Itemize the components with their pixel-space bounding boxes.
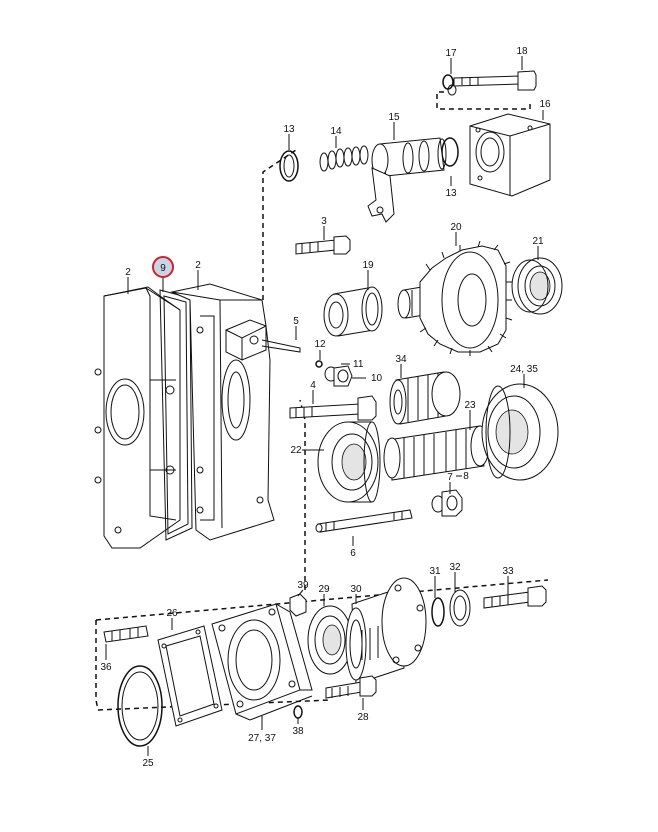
callout-5: 5 bbox=[293, 316, 299, 327]
callout-22: 22 bbox=[290, 445, 302, 456]
gear-34 bbox=[389, 371, 461, 425]
callout-19: 19 bbox=[362, 260, 374, 271]
callout-24-35: 24, 35 bbox=[510, 364, 538, 375]
callout-9: 9 bbox=[160, 263, 166, 274]
roller-bearing-22 bbox=[317, 421, 381, 503]
callout-39: 39 bbox=[297, 580, 309, 591]
pinion-shaft-23 bbox=[383, 425, 490, 481]
callout-25: 25 bbox=[142, 758, 154, 769]
dashed-assembly-lines bbox=[95, 91, 549, 711]
callout-10: 10 bbox=[371, 373, 383, 384]
bolt-3 bbox=[295, 235, 351, 255]
bearing-21 bbox=[511, 257, 563, 315]
callout-27-37: 27, 37 bbox=[248, 733, 276, 744]
callout-11: 11 bbox=[353, 359, 364, 370]
callout-14: 14 bbox=[330, 126, 342, 137]
callout-29: 29 bbox=[318, 584, 330, 595]
callout-17: 17 bbox=[445, 48, 457, 59]
callout-31: 31 bbox=[429, 566, 441, 577]
callout-13-right: 13 bbox=[445, 188, 457, 199]
callout-18: 18 bbox=[516, 46, 528, 57]
callout-13-left: 13 bbox=[283, 124, 295, 135]
callout-7: 7 bbox=[447, 472, 453, 483]
callout-26: 26 bbox=[166, 608, 178, 619]
gear-with-shaft bbox=[397, 240, 513, 356]
nut-and-washer bbox=[431, 489, 463, 517]
callout-8: 8 bbox=[463, 471, 469, 482]
callout-30: 30 bbox=[350, 584, 362, 595]
callout-3: 3 bbox=[321, 216, 327, 227]
callout-15: 15 bbox=[388, 112, 400, 123]
leader-lines bbox=[105, 56, 544, 756]
roller-bearing-24-35 bbox=[481, 383, 559, 481]
stud-6 bbox=[315, 509, 413, 533]
callout-28: 28 bbox=[357, 712, 369, 723]
callout-6: 6 bbox=[350, 548, 356, 559]
callout-2-left: 2 bbox=[125, 267, 131, 278]
sliding-sleeve bbox=[323, 286, 383, 337]
callout-20: 20 bbox=[450, 222, 462, 233]
callout-4: 4 bbox=[310, 380, 316, 391]
gearbox-housing-right bbox=[170, 283, 301, 541]
callout-2-right: 2 bbox=[195, 260, 201, 271]
callout-labels: 2 2 3 4 5 6 7 8 9 10 11 12 13 13 14 15 1… bbox=[100, 46, 551, 769]
callout-32: 32 bbox=[449, 562, 461, 573]
callout-16: 16 bbox=[539, 99, 551, 110]
callout-36: 36 bbox=[100, 662, 112, 673]
output-flange-group bbox=[103, 577, 547, 747]
small-fasteners bbox=[289, 360, 377, 421]
selector-assembly bbox=[279, 70, 551, 223]
highlight-circle bbox=[152, 256, 174, 278]
callout-34: 34 bbox=[395, 354, 407, 365]
callout-38: 38 bbox=[292, 726, 304, 737]
callout-23: 23 bbox=[464, 400, 476, 411]
callout-21: 21 bbox=[532, 236, 544, 247]
callout-12: 12 bbox=[314, 339, 326, 350]
callout-33: 33 bbox=[502, 566, 514, 577]
